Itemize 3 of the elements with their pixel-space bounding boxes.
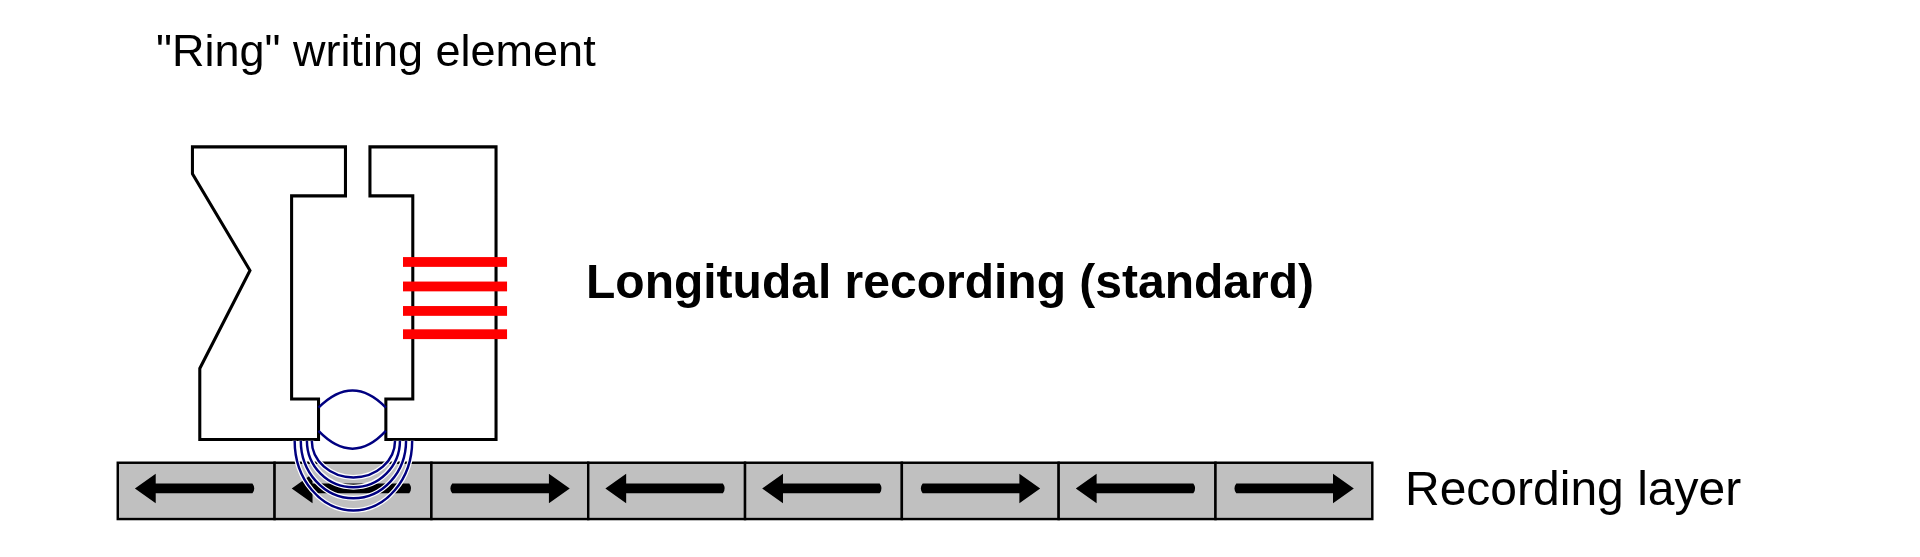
layer-label: Recording layer bbox=[1405, 465, 1742, 513]
head-label: "Ring" writing element bbox=[156, 28, 596, 73]
diagram-title: Longitudal recording (standard) bbox=[586, 258, 1314, 306]
